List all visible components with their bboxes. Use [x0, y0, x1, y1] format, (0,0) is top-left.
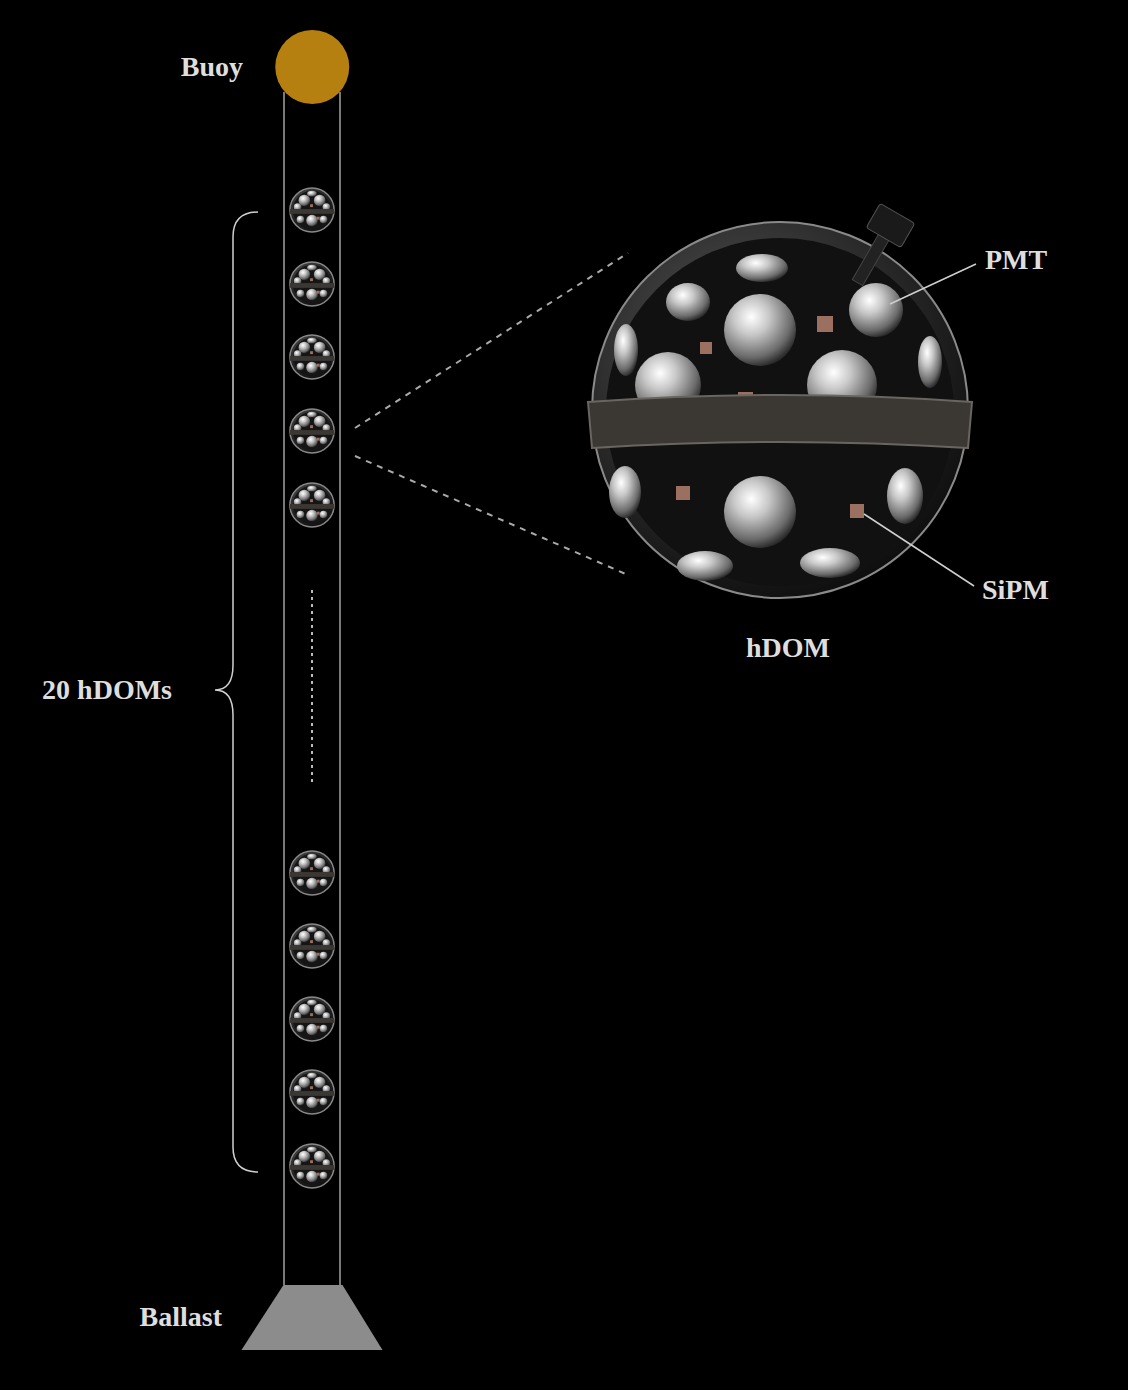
string-tube [284, 92, 340, 1285]
ballast-trapezoid [241, 1285, 382, 1350]
tube-line [339, 92, 341, 1285]
hdom-icon [290, 335, 334, 379]
hdom-icon [290, 188, 334, 232]
count-label: 20 hDOMs [42, 674, 172, 706]
node-label: Ballast [140, 1301, 222, 1333]
hdom-shape [580, 200, 980, 670]
node-label: hDOM [746, 632, 830, 664]
string-modules [290, 188, 334, 1188]
hdom-node: hDOM [580, 200, 980, 670]
hdom-illustration [588, 203, 976, 598]
ballast-node: Ballast [134, 1285, 384, 1352]
hdom-icon [290, 483, 334, 527]
part-label: SiPM [982, 574, 1049, 606]
label-anchor: 20 hDOMs [42, 674, 172, 706]
hdom-icon [290, 1144, 334, 1188]
hdom-icon [290, 409, 334, 453]
buoy-circle [275, 30, 349, 104]
buoy-node: Buoy [175, 30, 352, 92]
hdom-icon [290, 924, 334, 968]
label-anchor: PMT [985, 244, 1047, 276]
hdom-icon [290, 262, 334, 306]
node-label: Buoy [181, 51, 243, 83]
zoom-line [355, 456, 628, 575]
hdom-icon [290, 851, 334, 895]
hdom-icon [290, 997, 334, 1041]
bracket [215, 212, 258, 1172]
tube-line [283, 92, 285, 1285]
ellipsis-line [311, 590, 313, 785]
label-anchor: SiPM [982, 574, 1049, 606]
part-label: PMT [985, 244, 1047, 276]
hdom-icon [290, 1070, 334, 1114]
